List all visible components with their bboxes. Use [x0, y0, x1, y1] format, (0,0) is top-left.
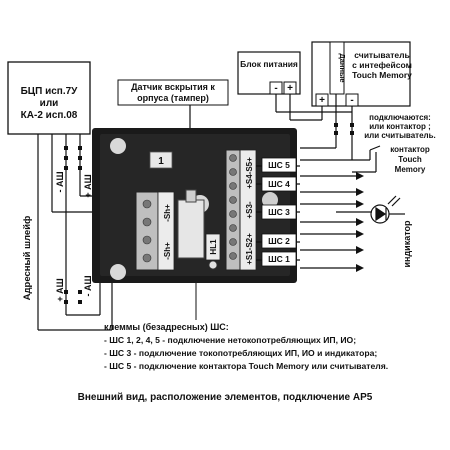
reader-minus-label: -: [350, 95, 353, 106]
left-terminal-label-panel: [157, 191, 175, 271]
tamper-label-line2: орпуса (тампер): [137, 93, 209, 103]
tamper-switch-plunger: [185, 189, 197, 203]
controller-line1: БЦП исп.7У: [21, 86, 79, 97]
hl1-led: [208, 260, 218, 270]
reader-break-marks: [334, 123, 354, 135]
tamper-label-line1: Датчик вскрытия к: [131, 82, 215, 92]
outgoing-wires: [300, 175, 356, 269]
right-terminal-label-bottom: +S1-S2+: [245, 233, 254, 265]
left-terminal-label-1: -Sh+: [163, 204, 172, 222]
legend-title: клеммы (безадресных) ШС:: [104, 322, 229, 332]
mount-hole-top-left: [110, 138, 126, 154]
contactor-line3: Memory: [395, 165, 426, 174]
outgoing-arrowheads: [356, 172, 364, 272]
left-terminal-screws: [142, 199, 152, 263]
connect-note-line3: или считыватель.: [364, 131, 436, 140]
reader-line2: с интефейсом: [352, 60, 412, 70]
board-tag: [149, 151, 173, 169]
reader-plus-label: +: [319, 95, 325, 106]
connect-note-line2: или контактор ;: [369, 122, 431, 131]
reader-line3: Touch Memory: [352, 70, 412, 80]
power-plus-label: +: [287, 83, 293, 94]
loop-label-2: ШС 2: [268, 236, 290, 246]
hl1-label: HL1: [209, 239, 218, 255]
legend-line-3: - ШС 5 - подключение контактора Touch Me…: [104, 361, 388, 371]
address-loop-label: Адресный шлейф: [22, 216, 33, 301]
contactor-line1: контактор: [390, 145, 430, 154]
right-terminal-screws: [229, 154, 237, 260]
loop-label-1: ШС 1: [268, 254, 290, 264]
hl1-label-panel: [205, 233, 221, 261]
right-terminal-block: [225, 149, 241, 271]
controller-box: [7, 61, 91, 135]
tamper-label-box: [117, 79, 229, 106]
legend-line-1: - ШС 1, 2, 4, 5 - подключение нетокопотр…: [104, 335, 356, 345]
indicator-label: индикатор: [402, 220, 412, 268]
caption: Внешний вид, расположение элементов, под…: [78, 392, 373, 403]
indicator-led-symbol: [336, 195, 405, 224]
reader-line1: считыватель: [354, 50, 409, 60]
wire-break-marks: [64, 146, 82, 304]
power-supply-label: Блок питания: [240, 59, 298, 69]
board-tag-label: 1: [158, 156, 164, 167]
bus-bottom-plus-label: + АШ: [55, 278, 65, 301]
mount-hole-bottom-left: [110, 264, 126, 280]
right-terminal-label-mid: +S3-: [245, 201, 254, 218]
power-reader-wires: [275, 94, 353, 161]
loop-label-5: ШС 5: [268, 160, 290, 170]
bus-top-minus-label: - АШ: [55, 171, 65, 192]
contactor-symbol: [352, 145, 381, 173]
bus-bottom-minus-label: - АШ: [83, 275, 93, 296]
controller-line2: или: [40, 98, 59, 109]
legend-line-2: - ШС 3 - подключение токопотребляющих ИП…: [104, 348, 377, 358]
bus-top-plus-label: + АШ: [83, 174, 93, 197]
contactor-line2: Touch: [398, 155, 422, 164]
controller-line3: КА-2 исп.08: [21, 110, 78, 121]
tamper-switch: [177, 199, 205, 259]
mount-hole-far-right: [262, 192, 278, 208]
reader-data-label: Данные: [338, 53, 347, 82]
power-minus-label: -: [274, 83, 277, 94]
left-terminal-label-2: -Sh+: [163, 242, 172, 260]
reader-data-strip: [329, 41, 345, 95]
loop-label-3: ШС 3: [268, 207, 290, 217]
right-terminal-label-top: +S4-S5+: [245, 157, 254, 189]
loop-label-boxes: [261, 157, 297, 267]
loop-label-4: ШС 4: [268, 179, 290, 189]
connect-note-line1: подключаются:: [369, 113, 431, 122]
